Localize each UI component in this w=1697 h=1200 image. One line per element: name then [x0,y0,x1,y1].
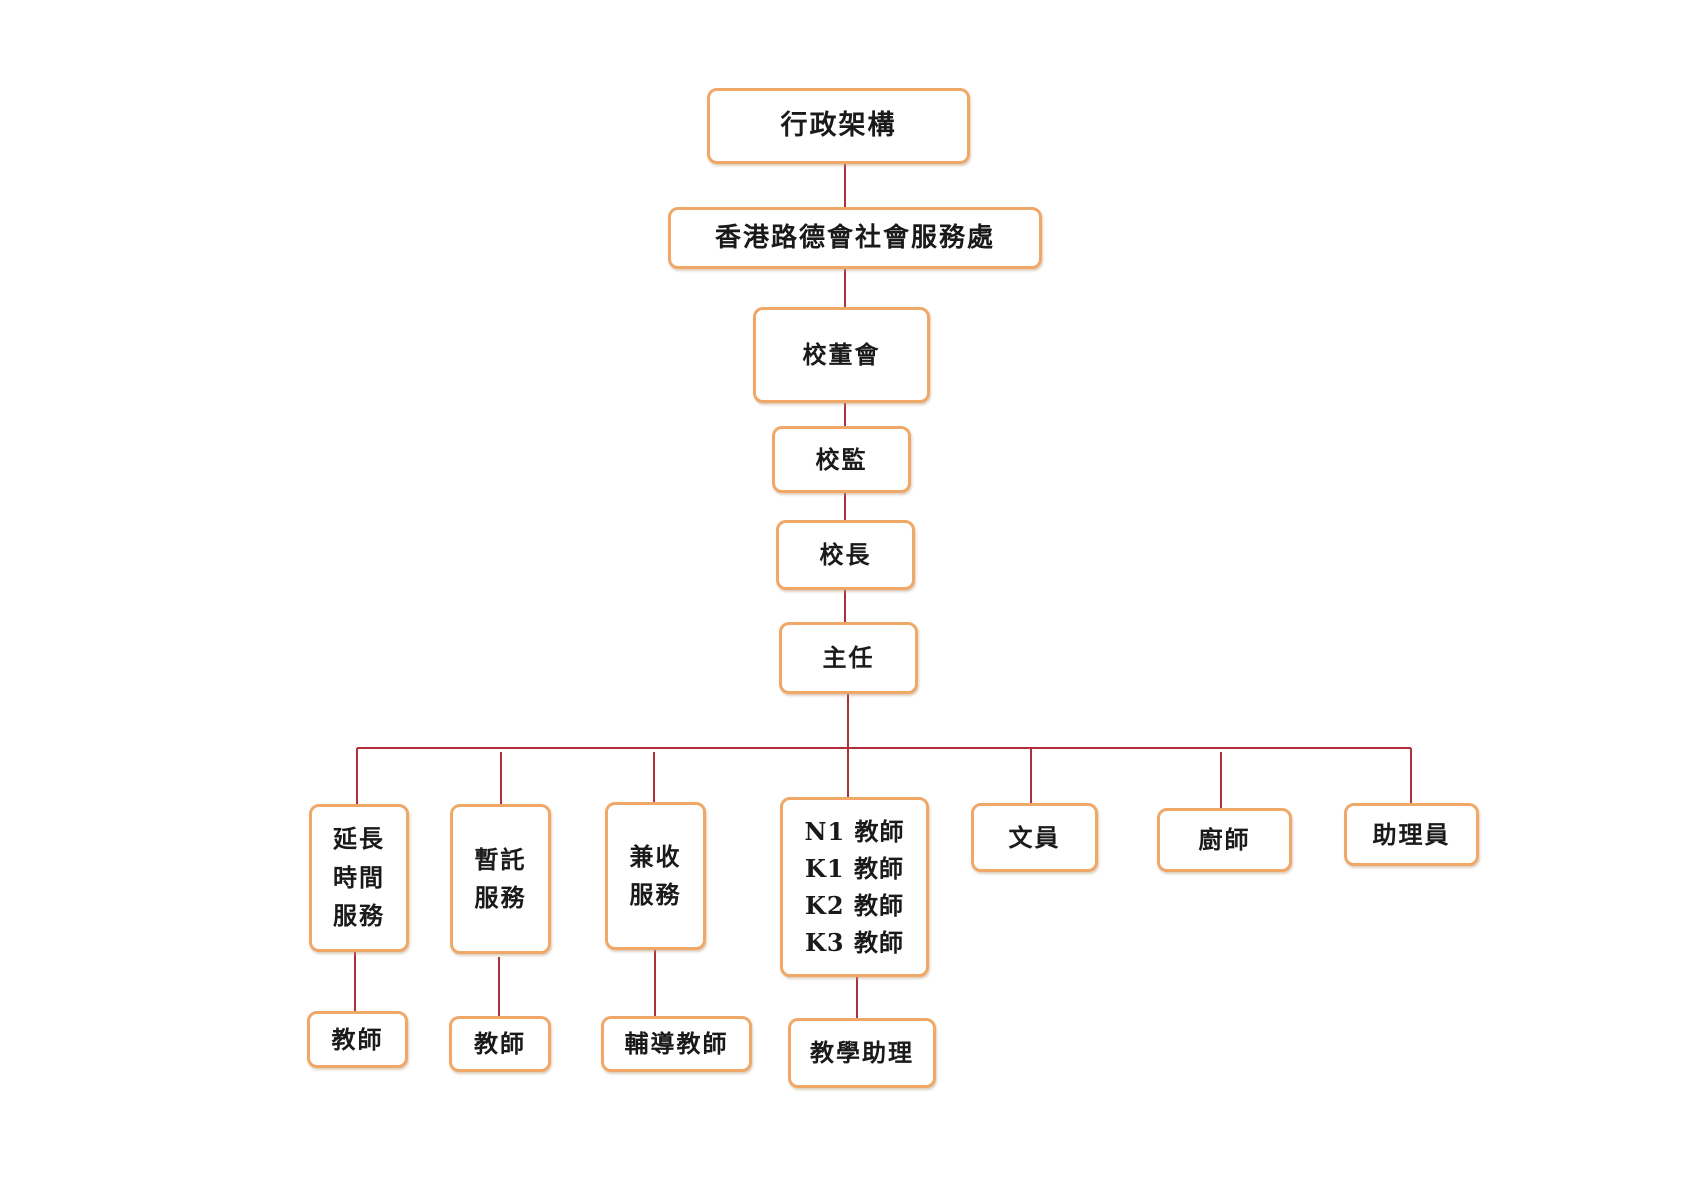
teaching-assistant-box: 教學助理 [788,1018,936,1088]
cook-label: 廚師 [1198,825,1251,855]
extended-hours-line-3: 服務 [333,901,385,931]
mixed-mode-line-1: 兼收 [629,841,682,871]
mixed-mode-staff-label: 輔導教師 [624,1029,729,1059]
occasional-care-line-2: 服務 [474,883,527,912]
grade-teachers-line-k3: K3 教師 [805,928,904,958]
title-box: 行政架構 [707,88,970,164]
organization-label: 香港路德會社會服務處 [714,222,995,253]
extended-hours-staff-box: 教師 [307,1011,408,1068]
extended-hours-line-1: 延長 [333,824,385,854]
organization-box: 香港路德會社會服務處 [668,207,1042,269]
cook-box: 廚師 [1157,808,1292,872]
occasional-care-staff-box: 教師 [449,1016,551,1072]
extended-hours-staff-label: 教師 [331,1024,384,1054]
mixed-mode-line-2: 服務 [629,880,682,909]
diagram-title: 行政架構 [780,110,897,142]
grade-teachers-box: N1 教師 K1 教師 K2 教師 K3 教師 [780,797,929,977]
grade-teachers-line-k1: K1 教師 [805,853,904,883]
head-box: 主任 [779,622,918,694]
mixed-mode-staff-box: 輔導教師 [601,1016,752,1072]
clerk-box: 文員 [971,803,1098,872]
supervisor-label: 校監 [815,444,868,474]
extended-hours-box: 延長 時間 服務 [309,804,409,952]
occasional-care-line-1: 暫託 [474,844,527,874]
head-label: 主任 [822,643,875,673]
supervisor-box: 校監 [772,426,911,493]
grade-teachers-line-n1: N1 教師 [804,816,905,846]
school-board-box: 校董會 [753,307,930,403]
grade-teachers-line-k2: K2 教師 [805,891,904,920]
occasional-care-staff-label: 教師 [474,1029,526,1059]
principal-label: 校長 [819,540,872,570]
assistant-box: 助理員 [1344,803,1479,866]
assistant-label: 助理員 [1372,819,1451,849]
school-board-label: 校董會 [802,340,881,370]
mixed-mode-box: 兼收 服務 [605,802,706,950]
principal-box: 校長 [776,520,915,590]
teaching-assistant-label: 教學助理 [810,1038,914,1068]
clerk-label: 文員 [1008,822,1061,852]
extended-hours-line-2: 時間 [333,862,385,892]
occasional-care-box: 暫託 服務 [450,804,551,954]
